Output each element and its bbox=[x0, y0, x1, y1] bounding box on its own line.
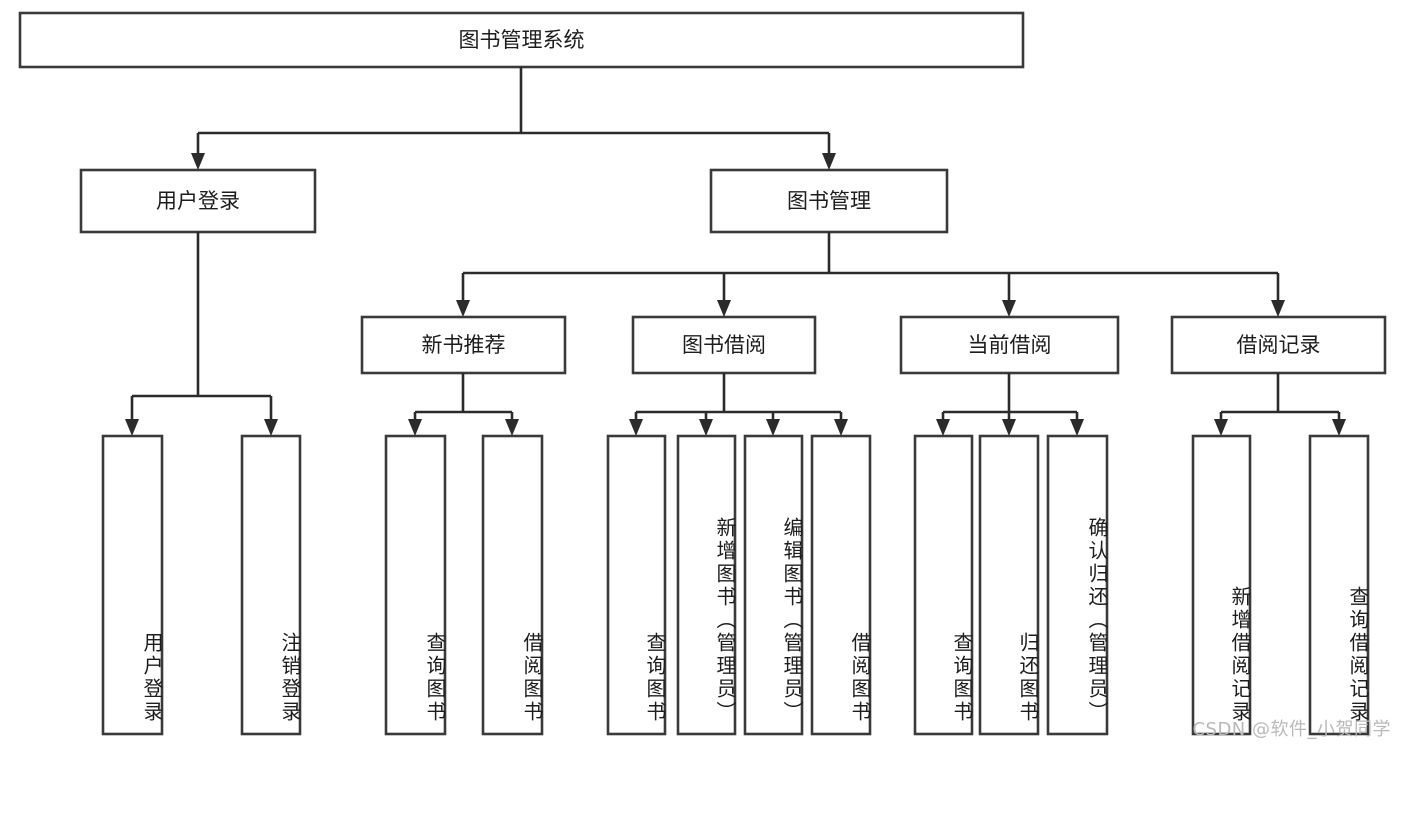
watermark-text: CSDN @软件_小贺同学 bbox=[1192, 719, 1391, 740]
node-leaf-5[interactable] bbox=[676, 434, 737, 736]
arrow-head-icon bbox=[1214, 419, 1228, 436]
node-level3-0[interactable]: 新书推荐 bbox=[360, 315, 567, 375]
arrow-head-icon bbox=[264, 419, 278, 436]
arrow-head-icon bbox=[717, 300, 731, 317]
node-level3-0-rect[interactable] bbox=[360, 315, 567, 375]
arrow-head-icon bbox=[834, 419, 848, 436]
node-leaf-3[interactable] bbox=[481, 434, 544, 736]
node-leaf-9[interactable] bbox=[978, 434, 1040, 736]
node-leaf-8-rect[interactable] bbox=[913, 434, 974, 736]
arrow-head-icon bbox=[822, 153, 836, 170]
arrow-head-icon bbox=[766, 419, 780, 436]
node-level3-2[interactable]: 当前借阅 bbox=[899, 315, 1120, 375]
node-level3-1[interactable]: 图书借阅 bbox=[631, 315, 817, 375]
node-leaf-7[interactable] bbox=[810, 434, 872, 736]
node-level2-1-label: 图书管理 bbox=[787, 189, 871, 213]
node-leaf-6[interactable] bbox=[743, 434, 804, 736]
arrow-head-icon bbox=[1002, 300, 1016, 317]
node-leaf-1[interactable] bbox=[240, 434, 302, 736]
arrow-head-icon bbox=[1002, 419, 1016, 436]
node-leaf-12-rect[interactable] bbox=[1308, 434, 1370, 736]
arrow-head-icon bbox=[408, 419, 422, 436]
node-level2-0[interactable]: 用户登录 bbox=[79, 168, 317, 234]
node-leaf-2-rect[interactable] bbox=[384, 434, 447, 736]
node-leaf-12[interactable] bbox=[1308, 434, 1370, 736]
node-leaf-4-rect[interactable] bbox=[606, 434, 667, 736]
node-leaf-11-rect[interactable] bbox=[1191, 434, 1252, 736]
node-level2-0-rect[interactable] bbox=[79, 168, 317, 234]
node-level3-2-rect[interactable] bbox=[899, 315, 1120, 375]
arrow-head-icon bbox=[1271, 300, 1285, 317]
node-level2-1[interactable]: 图书管理 bbox=[709, 168, 949, 234]
node-level3-2-label: 当前借阅 bbox=[968, 333, 1052, 357]
node-leaf-0-rect[interactable] bbox=[101, 434, 164, 736]
arrow-head-icon bbox=[505, 419, 519, 436]
node-level3-3-label: 借阅记录 bbox=[1237, 333, 1321, 357]
arrow-head-icon bbox=[699, 419, 713, 436]
node-leaf-10[interactable] bbox=[1046, 434, 1109, 736]
node-leaf-11[interactable] bbox=[1191, 434, 1252, 736]
node-leaf-4[interactable] bbox=[606, 434, 667, 736]
arrow-head-icon bbox=[1070, 419, 1084, 436]
node-root[interactable]: 图书管理系统 bbox=[18, 11, 1025, 69]
node-leaf-5-rect[interactable] bbox=[676, 434, 737, 736]
node-leaf-9-rect[interactable] bbox=[978, 434, 1040, 736]
node-leaf-0[interactable] bbox=[101, 434, 164, 736]
node-leaf-6-rect[interactable] bbox=[743, 434, 804, 736]
arrow-head-icon bbox=[1332, 419, 1346, 436]
node-level2-0-label: 用户登录 bbox=[156, 189, 240, 213]
arrow-head-icon bbox=[629, 419, 643, 436]
node-leaf-8[interactable] bbox=[913, 434, 974, 736]
node-leaf-1-rect[interactable] bbox=[240, 434, 302, 736]
node-level3-1-label: 图书借阅 bbox=[682, 333, 766, 357]
node-level3-3[interactable]: 借阅记录 bbox=[1170, 315, 1387, 375]
node-root-label: 图书管理系统 bbox=[459, 28, 585, 52]
node-leaf-3-rect[interactable] bbox=[481, 434, 544, 736]
node-leaf-10-rect[interactable] bbox=[1046, 434, 1109, 736]
node-level3-0-label: 新书推荐 bbox=[422, 333, 506, 357]
arrow-head-icon bbox=[191, 153, 205, 170]
node-leaf-7-rect[interactable] bbox=[810, 434, 872, 736]
arrow-head-icon bbox=[936, 419, 950, 436]
node-leaf-2[interactable] bbox=[384, 434, 447, 736]
node-root-rect[interactable] bbox=[18, 11, 1025, 69]
arrow-head-icon bbox=[456, 300, 470, 317]
hierarchy-diagram: 图书管理系统用户登录图书管理新书推荐图书借阅当前借阅借阅记录 用户登录注销登录查… bbox=[18, 11, 1391, 740]
arrow-head-icon bbox=[125, 419, 139, 436]
